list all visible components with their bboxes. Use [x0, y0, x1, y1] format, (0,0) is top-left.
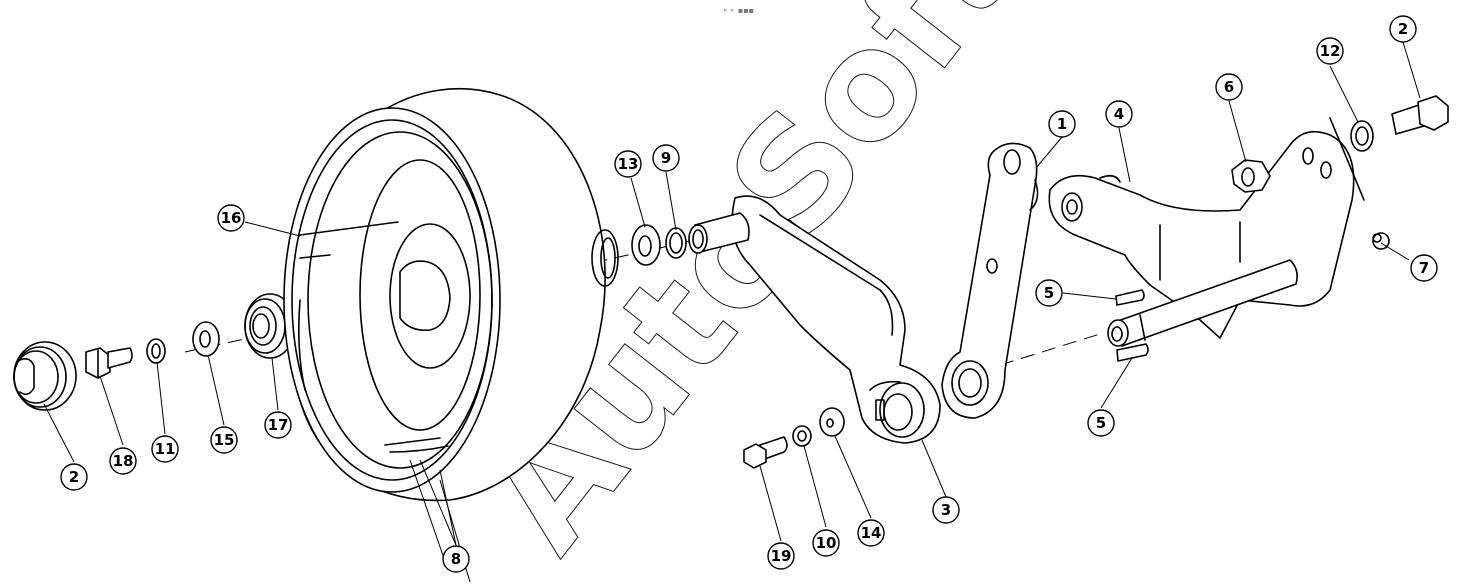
callout-10: 10: [812, 529, 840, 557]
callout-12: 12: [1316, 37, 1344, 65]
callouts: 1 2 2 3 4 5 5 6: [60, 15, 1438, 573]
part-bolt-2-right: [1391, 95, 1449, 135]
callout-label-19: 19: [771, 547, 792, 565]
callout-5-upper: 5: [1035, 279, 1063, 307]
callout-label-6: 6: [1224, 78, 1234, 96]
part-bolt-18: [85, 347, 133, 379]
callout-6: 6: [1215, 73, 1243, 101]
callout-label-12: 12: [1320, 42, 1341, 60]
callout-1: 1: [1048, 110, 1076, 138]
callout-2-left: 2: [60, 463, 88, 491]
callout-label-10: 10: [816, 534, 837, 552]
callout-label-4: 4: [1114, 105, 1124, 123]
callout-14: 14: [857, 519, 885, 547]
callout-label-5-upper: 5: [1044, 284, 1054, 302]
part-washer-12: [1350, 120, 1374, 152]
callout-label-9: 9: [661, 149, 671, 167]
callout-label-7: 7: [1419, 259, 1429, 277]
callout-3: 3: [932, 496, 960, 524]
part-washer-11: [146, 338, 166, 364]
callout-11: 11: [151, 435, 179, 463]
callout-label-15: 15: [214, 431, 235, 449]
callout-2-right: 2: [1389, 15, 1417, 43]
callout-5-lower: 5: [1087, 409, 1115, 437]
top-mark: ⚬⚬ ▪▪▪: [722, 6, 754, 15]
callout-label-8: 8: [451, 550, 461, 568]
part-key-5b: [1116, 343, 1149, 362]
callout-label-18: 18: [113, 452, 134, 470]
part-nut-6: [1231, 159, 1271, 193]
callout-label-11: 11: [155, 440, 176, 458]
part-bracket-4: [1048, 117, 1365, 347]
callout-label-3: 3: [941, 501, 951, 519]
part-bolt-19: [743, 436, 788, 469]
callout-19: 19: [767, 542, 795, 570]
callout-17: 17: [264, 411, 292, 439]
callout-label-16: 16: [221, 209, 242, 227]
callout-7: 7: [1410, 254, 1438, 282]
callout-15: 15: [210, 426, 238, 454]
callout-4: 4: [1105, 100, 1133, 128]
callout-label-2-right: 2: [1398, 20, 1408, 38]
part-key-5a: [1115, 289, 1145, 306]
callout-label-1: 1: [1057, 115, 1067, 133]
callout-label-14: 14: [861, 524, 882, 542]
callout-16: 16: [217, 204, 245, 232]
part-washer-13: [631, 224, 661, 266]
callout-18: 18: [109, 447, 137, 475]
callout-label-17: 17: [268, 416, 289, 434]
part-washer-14: [819, 407, 845, 437]
callout-label-5-lower: 5: [1096, 414, 1106, 432]
part-washer-15: [192, 321, 220, 357]
callout-8: 8: [442, 545, 470, 573]
callout-label-2-left: 2: [69, 468, 79, 486]
part-cap-left: [13, 341, 77, 411]
part-washer-9: [665, 227, 687, 259]
part-arm-3: [688, 195, 941, 444]
callout-13: 13: [614, 150, 642, 178]
callout-9: 9: [652, 144, 680, 172]
part-washer-10: [792, 425, 812, 447]
callout-label-13: 13: [618, 155, 639, 173]
part-link-1: [941, 142, 1039, 419]
part-wheel: [283, 87, 619, 502]
part-bearing-17: [244, 293, 296, 359]
